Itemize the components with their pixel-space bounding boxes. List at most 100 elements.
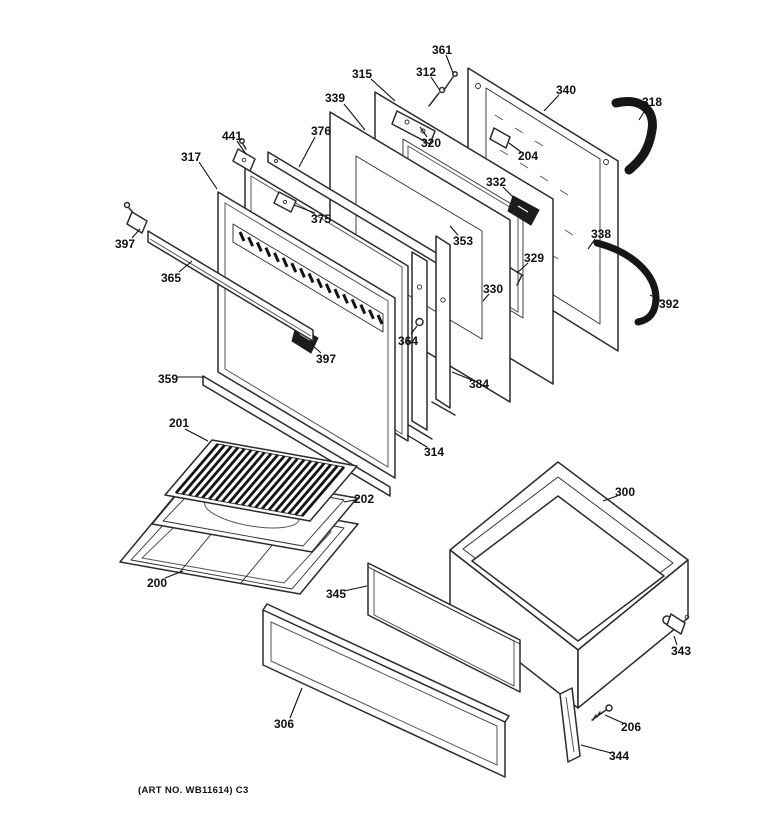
part-number-text: 384: [469, 377, 489, 391]
liner-screw-hole: [603, 159, 609, 165]
hinge-arm-left-body: [411, 251, 428, 431]
leader-line: [370, 78, 396, 102]
part-number-text: 314: [424, 445, 444, 459]
handle-end-cap-397: [123, 201, 148, 234]
leader-line: [445, 54, 454, 74]
front-panel-thickness: [262, 603, 510, 723]
part-label-315: 315: [352, 67, 396, 102]
art-number-note: (ART NO. WB11614) C3: [138, 785, 249, 796]
part-number-text: 329: [524, 251, 544, 265]
part-number-text: 365: [161, 271, 181, 285]
part-label-376: 376: [298, 124, 331, 168]
door-stop-wedge-right: [507, 195, 540, 226]
hinge-bolt-small: [416, 284, 423, 290]
front-panel-outline: [262, 609, 506, 778]
part-number-text: 315: [352, 67, 372, 81]
clip-441: [232, 138, 256, 172]
screw-312: [428, 86, 446, 107]
leader-line: [343, 585, 368, 592]
leader-line: [430, 76, 440, 90]
bracket-hole: [404, 119, 410, 125]
part-label-441: 441: [222, 129, 247, 155]
leader-line: [293, 204, 316, 214]
leader-line: [343, 499, 356, 503]
part-number-text: 359: [158, 372, 178, 386]
part-number-text: 200: [147, 576, 167, 590]
hinge-bolt-small: [440, 297, 446, 303]
vent-slots: [238, 231, 384, 325]
hinge-bolt-364: [415, 317, 424, 327]
part-label-359: 359: [158, 372, 205, 386]
leader-line: [184, 428, 209, 442]
leader-line: [343, 103, 366, 131]
grid-ribs: [174, 443, 346, 517]
leader-line: [406, 434, 428, 448]
leader-line: [198, 161, 218, 190]
hinge-foot: [431, 401, 456, 416]
door-gasket-side: [593, 239, 660, 326]
front-panel-inner-line: [270, 621, 498, 766]
part-number-text: 397: [115, 237, 135, 251]
drawer-front-panel: [262, 603, 510, 778]
leader-line: [508, 142, 522, 153]
rail-hole: [274, 159, 278, 163]
part-number-text: 330: [483, 282, 503, 296]
leader-line: [451, 371, 473, 381]
leader-line: [580, 744, 612, 754]
drawer-wall-right: [577, 559, 689, 709]
part-label-306: 306: [274, 687, 303, 731]
drawer-roller-343: [662, 613, 690, 635]
door-handle: [147, 230, 314, 342]
part-label-392: 392: [649, 294, 679, 311]
insert-top-edge: [367, 566, 521, 645]
part-label-201: 201: [169, 416, 209, 442]
part-number-text: 344: [609, 749, 629, 763]
part-label-204: 204: [508, 142, 538, 163]
insert-outline: [367, 562, 521, 693]
handle-bar: [147, 230, 314, 342]
leader-line: [516, 262, 529, 274]
part-number-text: 339: [325, 91, 345, 105]
part-label-345: 345: [326, 585, 368, 601]
part-label-353: 353: [449, 225, 473, 248]
part-number-text: 397: [316, 352, 336, 366]
window-corner-bracket: [508, 266, 523, 286]
leader-line: [673, 635, 678, 646]
part-number-text: 318: [642, 95, 662, 109]
leader-line: [482, 293, 490, 302]
leader-line: [502, 186, 514, 198]
screw-206: [591, 704, 613, 721]
part-number-text: 312: [416, 65, 436, 79]
part-label-329: 329: [516, 251, 544, 274]
part-number-text: 353: [453, 234, 473, 248]
part-label-340: 340: [543, 83, 576, 112]
part-number-text: 202: [354, 492, 374, 506]
part-number-text: 441: [222, 129, 242, 143]
part-number-text: 300: [615, 485, 635, 499]
part-label-300: 300: [602, 485, 635, 502]
leader-line: [449, 225, 459, 236]
leader-line: [311, 344, 322, 354]
part-number-text: 332: [486, 175, 506, 189]
part-number-text: 201: [169, 416, 189, 430]
part-label-375: 375: [293, 204, 331, 226]
part-number-text: 364: [398, 334, 418, 348]
part-number-text: 343: [671, 644, 691, 658]
leader-line: [236, 140, 247, 155]
bracket-hole: [420, 128, 426, 134]
part-number-text: 338: [591, 227, 611, 241]
leader-line: [178, 260, 193, 273]
part-label-365: 365: [161, 260, 193, 285]
handle-mid-line: [149, 238, 312, 337]
part-number-text: 317: [181, 150, 201, 164]
leader-line: [649, 294, 663, 302]
part-label-330: 330: [482, 282, 503, 302]
part-label-343: 343: [671, 635, 691, 658]
part-number-text: 375: [311, 212, 331, 226]
part-label-397: 397: [311, 344, 336, 366]
leader-line: [543, 94, 560, 112]
part-number-text: 306: [274, 717, 294, 731]
outer-panel-inner-line: [224, 202, 389, 468]
part-label-206: 206: [604, 714, 641, 734]
